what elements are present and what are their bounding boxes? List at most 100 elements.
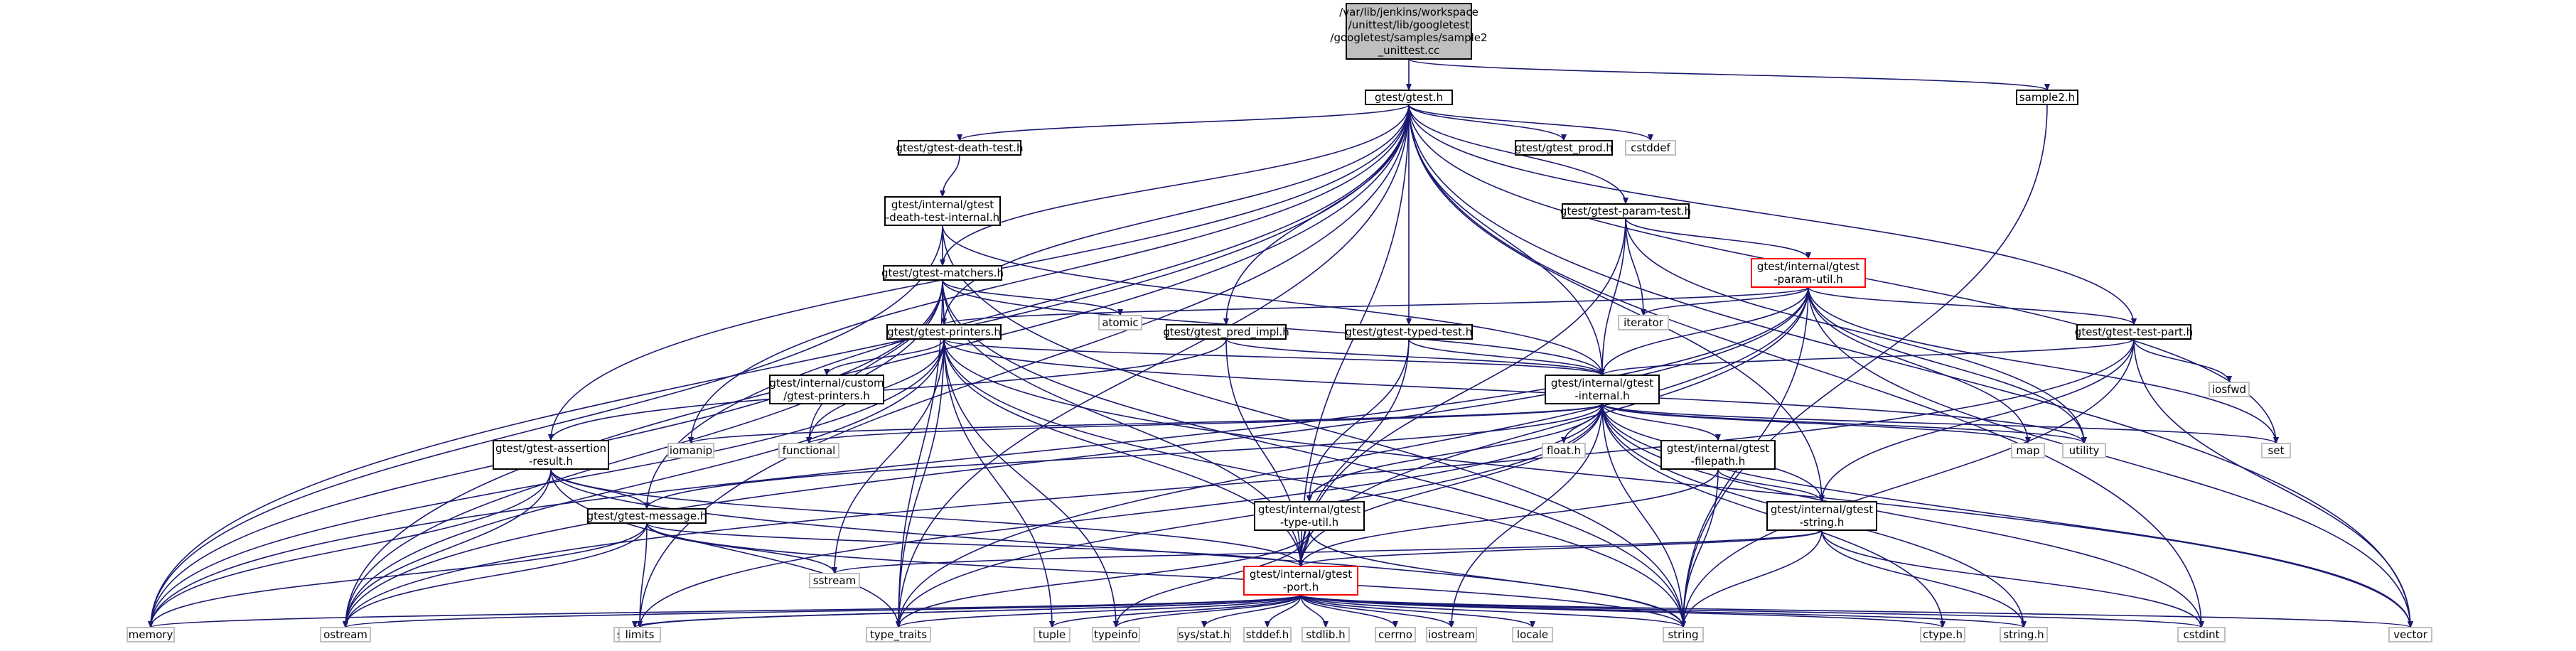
node-param-util-h[interactable]: gtest/internal/gtest-param-util.h: [1751, 258, 1866, 288]
node-label-line: utility: [2069, 444, 2100, 457]
node-box: [1618, 315, 1669, 330]
node-box: [898, 140, 1021, 156]
node-box: [2076, 324, 2191, 340]
edge-internal_h-to-set: [1601, 403, 2279, 444]
edge-printers_h-to-memory: [148, 338, 945, 628]
node-type-traits: type_traits: [866, 627, 931, 642]
node-tuple: tuple: [1034, 627, 1070, 642]
node-label-line: -result.h: [529, 455, 573, 468]
node-label-line: gtest/gtest-typed-test.h: [1346, 326, 1473, 338]
node-box: [1375, 627, 1416, 642]
node-root[interactable]: /var/lib/jenkins/workspace/unittest/lib/…: [1330, 3, 1488, 60]
node-param-test-h[interactable]: gtest/gtest-param-test.h: [1560, 203, 1691, 219]
node-box: [884, 196, 1001, 226]
node-label-line: gtest/gtest-assertion: [495, 442, 606, 455]
node-death-internal-h[interactable]: gtest/internal/gtest-death-test-internal…: [884, 196, 1001, 226]
edge-message_h-to-port_h: [646, 522, 1304, 567]
node-set: set: [2261, 443, 2291, 458]
node-locale: locale: [1512, 627, 1553, 642]
node-internal-h[interactable]: gtest/internal/gtest-internal.h: [1545, 375, 1660, 404]
node-filepath-h[interactable]: gtest/internal/gtest-filepath.h: [1660, 440, 1776, 470]
edge-param_util_h-to-iterator: [1641, 286, 1809, 316]
edge-message_h-to-limits: [637, 522, 648, 628]
edge-param_util_h-to-type_traits: [896, 286, 1809, 628]
node-label-line: functional: [783, 444, 836, 457]
edge-printers_h-to-string: [943, 338, 1686, 628]
node-sample2-h[interactable]: sample2.h: [2016, 90, 2078, 105]
edge-string_h_internal-to-port_h: [1298, 529, 1823, 567]
node-pred-impl-h[interactable]: gtest/gtest_pred_impl.h: [1163, 324, 1289, 340]
node-box: [1663, 627, 1704, 642]
node-label-line: sstream: [813, 574, 856, 587]
edge-root-to-sample2_h: [1408, 58, 2050, 91]
edge-printers_h-to-type_traits: [896, 338, 945, 628]
node-typed-test-h[interactable]: gtest/gtest-typed-test.h: [1345, 324, 1473, 340]
node-label-line: -internal.h: [1574, 389, 1629, 402]
node-box: [1365, 90, 1453, 105]
node-iostream: iostream: [1426, 627, 1477, 642]
node-limits: limits: [618, 627, 661, 642]
edge-matchers_h-to-atomic: [942, 279, 1123, 316]
node-box: [1625, 140, 1676, 156]
edge-param_util_h-to-ostream: [343, 286, 1809, 628]
edge-internal_h-to-iomanip: [688, 403, 1603, 444]
edge-gtest_h-to-death_test_h: [957, 104, 1410, 141]
node-label-line: gtest/gtest-message.h: [587, 510, 707, 522]
node-box: [1512, 627, 1553, 642]
node-label-line: gtest/internal/gtest: [1771, 503, 1873, 516]
node-box: [778, 443, 839, 458]
node-matchers-h[interactable]: gtest/gtest-matchers.h: [881, 265, 1004, 281]
node-death-test-h[interactable]: gtest/gtest-death-test.h: [896, 140, 1024, 156]
edge-matchers_h-to-ostream: [343, 279, 943, 628]
edge-assertion_result_h-to-ostream: [343, 468, 552, 628]
node-string-h-internal[interactable]: gtest/internal/gtest-string.h: [1766, 501, 1877, 531]
edge-pred_impl_h-to-assertion_result_h: [548, 338, 1227, 441]
node-label-line: -type-util.h: [1280, 516, 1338, 529]
edge-port_h-to-cerrno: [1300, 594, 1398, 628]
node-assertion-result-h[interactable]: gtest/gtest-assertion-result.h: [493, 440, 609, 470]
edge-internal_h-to-string: [1601, 403, 1686, 628]
node-label-line: iostream: [1428, 628, 1475, 641]
edge-param_util_h-to-set: [1808, 286, 2279, 444]
node-box: [618, 627, 661, 642]
edge-param_util_h-to-test_part_h: [1808, 286, 2137, 326]
node-port-h[interactable]: gtest/internal/gtest-port.h: [1243, 566, 1358, 596]
edge-death_internal_h-to-string: [942, 225, 1686, 628]
edge-internal_h-to-utility: [1601, 403, 2087, 444]
node-typeinfo: typeinfo: [1092, 627, 1140, 642]
node-box: [2016, 90, 2078, 105]
node-custom-printers-h[interactable]: gtest/internal/custom/gtest-printers.h: [769, 375, 884, 404]
node-gtest-prod-h[interactable]: gtest/gtest_prod.h: [1515, 140, 1613, 156]
node-type-util-h[interactable]: gtest/internal/gtest-type-util.h: [1254, 501, 1365, 531]
node-label-line: gtest/gtest-param-test.h: [1560, 205, 1691, 217]
edge-gtest_h-to-message_h: [644, 104, 1410, 510]
edge-pred_impl_h-to-port_h: [1225, 338, 1304, 567]
edges: [148, 58, 2413, 628]
node-label-line: _unittest.cc: [1378, 44, 1440, 58]
node-test-part-h[interactable]: gtest/gtest-test-part.h: [2075, 324, 2193, 340]
edge-param_test_h-to-iterator: [1625, 217, 1646, 316]
edge-assertion_result_h-to-type_traits: [550, 468, 901, 628]
edge-param_test_h-to-internal_h: [1599, 217, 1626, 376]
edge-port_h-to-stdlib_h: [1300, 594, 1329, 628]
edge-internal_h-to-vector: [1601, 403, 2413, 628]
edge-assertion_result_h-to-memory: [148, 468, 552, 628]
node-printers-h[interactable]: gtest/gtest-printers.h: [886, 324, 1002, 340]
node-label-line: string.h: [2003, 628, 2044, 641]
node-box: [886, 324, 1002, 340]
node-gtest-h[interactable]: gtest/gtest.h: [1365, 90, 1453, 105]
node-label-line: set: [2268, 444, 2285, 457]
edge-port_h-to-stddef_h: [1265, 594, 1302, 628]
node-label-line: gtest/gtest_prod.h: [1515, 141, 1613, 155]
node-iosfwd: iosfwd: [2209, 382, 2250, 397]
node-box: [809, 573, 860, 588]
edge-gtest_h-to-cstdint: [1408, 104, 2204, 628]
edge-string_h_internal-to-cstdint: [1821, 529, 2204, 628]
node-label-line: gtest/gtest-matchers.h: [881, 267, 1004, 279]
node-message-h[interactable]: gtest/gtest-message.h: [587, 508, 707, 524]
node-stdlib-h: stdlib.h: [1302, 627, 1350, 642]
node-label-line: gtest/gtest-printers.h: [887, 326, 1001, 338]
edge-port_h-to-cstdint: [1300, 594, 2204, 628]
node-box: [587, 508, 707, 524]
